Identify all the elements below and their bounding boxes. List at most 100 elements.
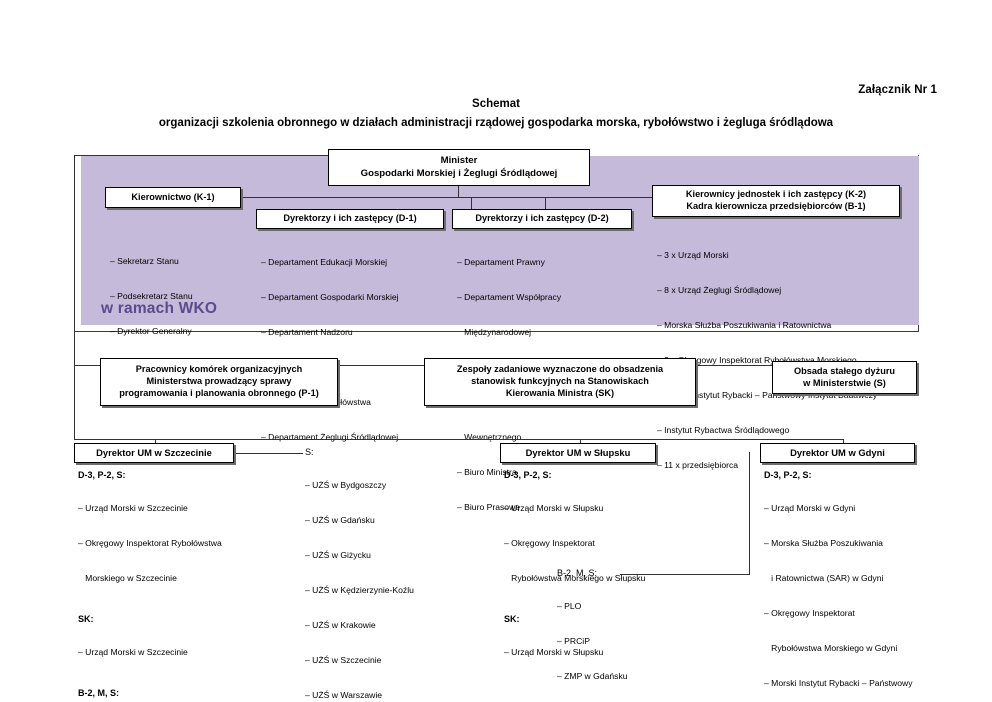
connector-b2ms-v	[749, 452, 751, 575]
szczecin-section: D-3, P-2, S: – Urząd Morski w Szczecinie…	[78, 470, 308, 608]
uzs-item: – UŻŚ w Szczecinie	[305, 654, 382, 665]
d2-item: Międzynarodowej	[457, 327, 532, 338]
gdynia-item: i Ratownictwa (SAR) w Gdyni	[764, 573, 884, 584]
k2-item: – Instytut Rybactwa Śródlądowego	[657, 424, 790, 435]
k1-box: Kierownictwo (K-1)	[105, 187, 241, 208]
slupsk-section: D-3, P-2, S: – Urząd Morski w Słupsku – …	[504, 470, 739, 608]
connector-szczecin-uzs	[236, 453, 303, 455]
gdynia-item: Rybołówstwa Morskiego w Gdyni	[764, 642, 898, 653]
k2-item: – Morska Służba Poszukiwania i Ratownict…	[657, 320, 832, 331]
d1-item: – Departament Żeglugi Śródlądowej	[261, 431, 399, 442]
gdynia-item: – Okręgowy Inspektorat	[764, 608, 855, 619]
minister-box: Minister Gospodarki Morskiej i Żeglugi Ś…	[328, 149, 590, 186]
gdynia-details: D-3, P-2, S: – Urząd Morski w Gdyni – Mo…	[764, 470, 989, 702]
uzs-item: – UŻŚ w Giżycku	[305, 550, 371, 561]
s-line: Obsada stałego dyżuru	[793, 365, 896, 376]
d1-item: – Departament Nadzoru	[261, 327, 353, 338]
d2-box: Dyrektorzy i ich zastępcy (D-2)	[452, 209, 632, 229]
minister-line1: Minister	[440, 155, 478, 167]
slupsk-item: – Urząd Morski w Słupsku	[504, 647, 604, 658]
szczecin-item: Morskiego w Szczecinie	[78, 573, 177, 584]
slupsk-details: D-3, P-2, S: – Urząd Morski w Słupsku – …	[504, 470, 739, 682]
s-line: w Ministerstwie (S)	[803, 377, 886, 388]
sk-box: Zespoły zadaniowe wyznaczone do obsadzen…	[424, 358, 696, 406]
slupsk-item: – Urząd Morski w Słupsku	[504, 503, 604, 514]
b2ms-item: – PRCiP	[557, 636, 590, 647]
uzs-item: – UŻŚ w Warszawie	[305, 689, 383, 700]
minister-line2: Gospodarki Morskiej i Żeglugi Śródlądowe…	[360, 167, 558, 179]
k2-item: – 11 x przedsiębiorca	[657, 459, 739, 470]
d2-item: – Biuro Prasowe	[457, 501, 521, 512]
connector-d1-down	[471, 197, 473, 209]
b2ms-item: – PLO	[557, 601, 582, 612]
szczecin-box: Dyrektor UM w Szczecinie	[74, 443, 234, 463]
uzs-item: – UŻŚ w Bydgoszczy	[305, 480, 387, 491]
slupsk-item: Rybołówstwa Morskiego w Słupsku	[504, 573, 646, 584]
connector-d2-down	[545, 197, 547, 209]
p1-line: Pracownicy komórek organizacyjnych	[135, 364, 303, 375]
k2-item: – 8 x Urząd Żeglugi Śródlądowej	[657, 285, 782, 296]
connector-minister-left	[74, 155, 329, 157]
slupsk-section: SK: – Urząd Morski w Słupsku	[504, 614, 739, 682]
gdynia-item: – Morska Służba Poszukiwania	[764, 538, 883, 549]
szczecin-section-head: B-2, M, S:	[78, 688, 120, 699]
sk-line: Zespoły zadaniowe wyznaczone do obsadzen…	[456, 364, 664, 375]
gdynia-item: – Urząd Morski w Gdyni	[764, 503, 856, 514]
d1-list: – Departament Edukacji Morskiej – Depart…	[261, 234, 399, 467]
uzs-block: S: – UŻŚ w Bydgoszczy – UŻŚ w Gdańsku – …	[305, 447, 414, 702]
szczecin-item: – Urząd Morski w Szczecinie	[78, 503, 188, 514]
b1-title: Kadra kierownicza przedsiębiorców (B-1)	[686, 201, 866, 211]
d1-item: – Departament Edukacji Morskiej	[261, 257, 388, 268]
s-box: Obsada stałego dyżuru w Ministerstwie (S…	[772, 361, 917, 394]
connector-bus-bottom	[74, 439, 844, 441]
annex-label: Załącznik Nr 1	[858, 84, 937, 96]
k1-list: – Sekretarz Stanu – Podsekretarz Stanu –…	[110, 233, 193, 361]
b2ms-item: – ZMP w Gdańsku	[557, 671, 628, 682]
d2-item: – Biuro Ministra	[457, 466, 517, 477]
d2-item: – Departament Współpracy	[457, 292, 562, 303]
gdynia-section-head: D-3, P-2, S:	[764, 470, 812, 480]
page-title: Schemat	[472, 98, 520, 110]
k2-b1-box: Kierownicy jednostek i ich zastępcy (K-2…	[652, 185, 900, 217]
szczecin-section: SK: – Urząd Morski w Szczecinie	[78, 614, 308, 682]
szczecin-section-head: D-3, P-2, S:	[78, 470, 126, 480]
szczecin-details: D-3, P-2, S: – Urząd Morski w Szczecinie…	[78, 470, 308, 702]
szczecin-section: B-2, M, S: – ENERGOPOL-SZCZECIN – PP-U P…	[78, 688, 308, 702]
uzs-item: – UŻŚ w Kędzierzynie-Koźlu	[305, 585, 414, 596]
k2-b1-list: – 3 x Urząd Morski – 8 x Urząd Żeglugi Ś…	[657, 227, 877, 495]
d2-item: Wewnętrznego	[457, 431, 522, 442]
d1-box: Dyrektorzy i ich zastępcy (D-1)	[256, 209, 444, 229]
szczecin-item: – Urząd Morski w Szczecinie	[78, 647, 188, 658]
p1-line: programowania i planowania obronnego (P-…	[119, 387, 319, 398]
k2-item: – 3 x Urząd Morski	[657, 250, 729, 261]
gdynia-section: D-3, P-2, S: – Urząd Morski w Gdyni – Mo…	[764, 470, 989, 702]
uzs-head: S:	[305, 447, 314, 457]
sk-line: stanowisk funkcyjnych na Stanowiskach	[471, 376, 649, 387]
szczecin-section-head: SK:	[78, 614, 94, 625]
b2ms-block: B-2, M, S: – PLO – PRCiP – ZMP w Gdańsku…	[557, 568, 682, 702]
d2-item: – Departament Prawny	[457, 257, 545, 268]
slupsk-box: Dyrektor UM w Słupsku	[500, 443, 656, 463]
p1-line: Ministerstwa prowadzący sprawy	[146, 376, 292, 387]
wko-label: w ramach WKO	[101, 300, 218, 317]
connector-b2ms-h	[620, 574, 750, 576]
page-subtitle: organizacji szkolenia obronnego w działa…	[158, 117, 834, 129]
connector-minister-down	[458, 186, 460, 198]
k1-item: – Sekretarz Stanu	[110, 256, 179, 267]
connector-bus-top-2	[241, 197, 653, 199]
uzs-item: – UŻŚ w Gdańsku	[305, 515, 375, 526]
d1-item: – Departament Gospodarki Morskiej	[261, 292, 399, 303]
slupsk-section-head: D-3, P-2, S:	[504, 470, 552, 480]
uzs-item: – UŻŚ w Krakowie	[305, 619, 376, 630]
connector-left-spine-lower	[74, 366, 76, 440]
slupsk-item: – Okręgowy Inspektorat	[504, 538, 595, 549]
szczecin-item: – Okręgowy Inspektorat Rybołówstwa	[78, 538, 222, 549]
sk-line: Kierowania Ministra (SK)	[505, 387, 615, 398]
k1-item: – Dyrektor Generalny	[110, 326, 192, 337]
connector-left-spine	[74, 155, 76, 366]
slupsk-section-head: SK:	[504, 614, 520, 625]
gdynia-item: – Morski Instytut Rybacki – Państwowy	[764, 677, 913, 688]
p1-box: Pracownicy komórek organizacyjnych Minis…	[100, 358, 338, 406]
k2-title: Kierownicy jednostek i ich zastępcy (K-2…	[685, 189, 867, 200]
